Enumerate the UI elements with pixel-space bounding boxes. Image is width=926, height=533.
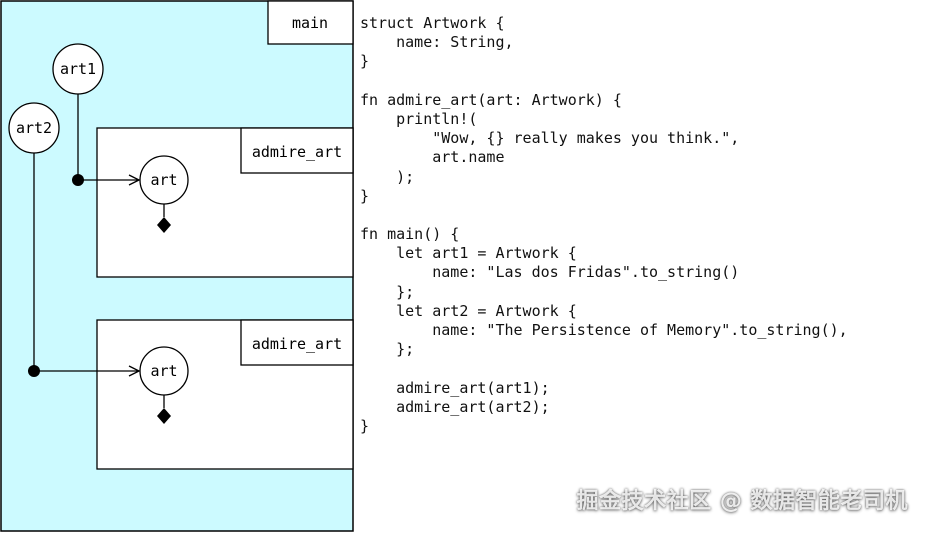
code-line: } [360, 52, 370, 71]
art2-moved-dot [28, 365, 40, 377]
admire-art-frame-1-label-box [240, 127, 354, 174]
code-line: admire_art(art2); [360, 397, 550, 416]
memory-diagram: main admire_art admire_art art1 art2 art… [0, 0, 354, 532]
code-line: }; [360, 340, 415, 359]
art2-label: art2 [16, 119, 52, 137]
art-drop-diamond-2 [157, 408, 171, 424]
code-line: struct Artwork { [360, 14, 505, 32]
code-line: println!( [360, 109, 478, 128]
code-line: let art1 = Artwork { [360, 244, 577, 263]
main-frame-label-box [267, 0, 354, 45]
code-line: name: "The Persistence of Memory".to_str… [360, 321, 848, 339]
code-line: let art2 = Artwork { [360, 301, 577, 320]
code-line: admire_art(art1); [360, 378, 550, 397]
watermark: 掘金技术社区 @ 数据智能老司机 [576, 489, 908, 514]
admire-art-frame-1-label: admire_art [252, 143, 342, 161]
code-line [360, 72, 848, 91]
code-line: name: String, [360, 33, 514, 52]
admire-art-frame-2-label: admire_art [252, 335, 342, 353]
art-drop-diamond-1 [157, 217, 171, 233]
code-line: ); [360, 167, 415, 186]
code-line: fn main() { [360, 225, 460, 244]
art1-label: art1 [60, 60, 96, 78]
code-line [360, 206, 848, 225]
art-param-label-1: art [150, 171, 177, 189]
admire-art-frame-2-label-box [240, 319, 354, 366]
code-line [360, 359, 848, 378]
code-listing: struct Artwork { name: String,} fn admire… [360, 14, 848, 436]
code-line: }; [360, 282, 415, 301]
code-line: } [360, 416, 370, 435]
code-line: art.name [360, 148, 505, 167]
code-line: name: "Las dos Fridas".to_string() [360, 263, 740, 282]
main-frame-label: main [292, 14, 328, 32]
code-line: "Wow, {} really makes you think.", [360, 129, 740, 148]
code-line: fn admire_art(art: Artwork) { [360, 90, 622, 109]
art-param-label-2: art [150, 362, 177, 380]
code-line: } [360, 186, 370, 205]
art1-moved-dot [72, 174, 84, 186]
